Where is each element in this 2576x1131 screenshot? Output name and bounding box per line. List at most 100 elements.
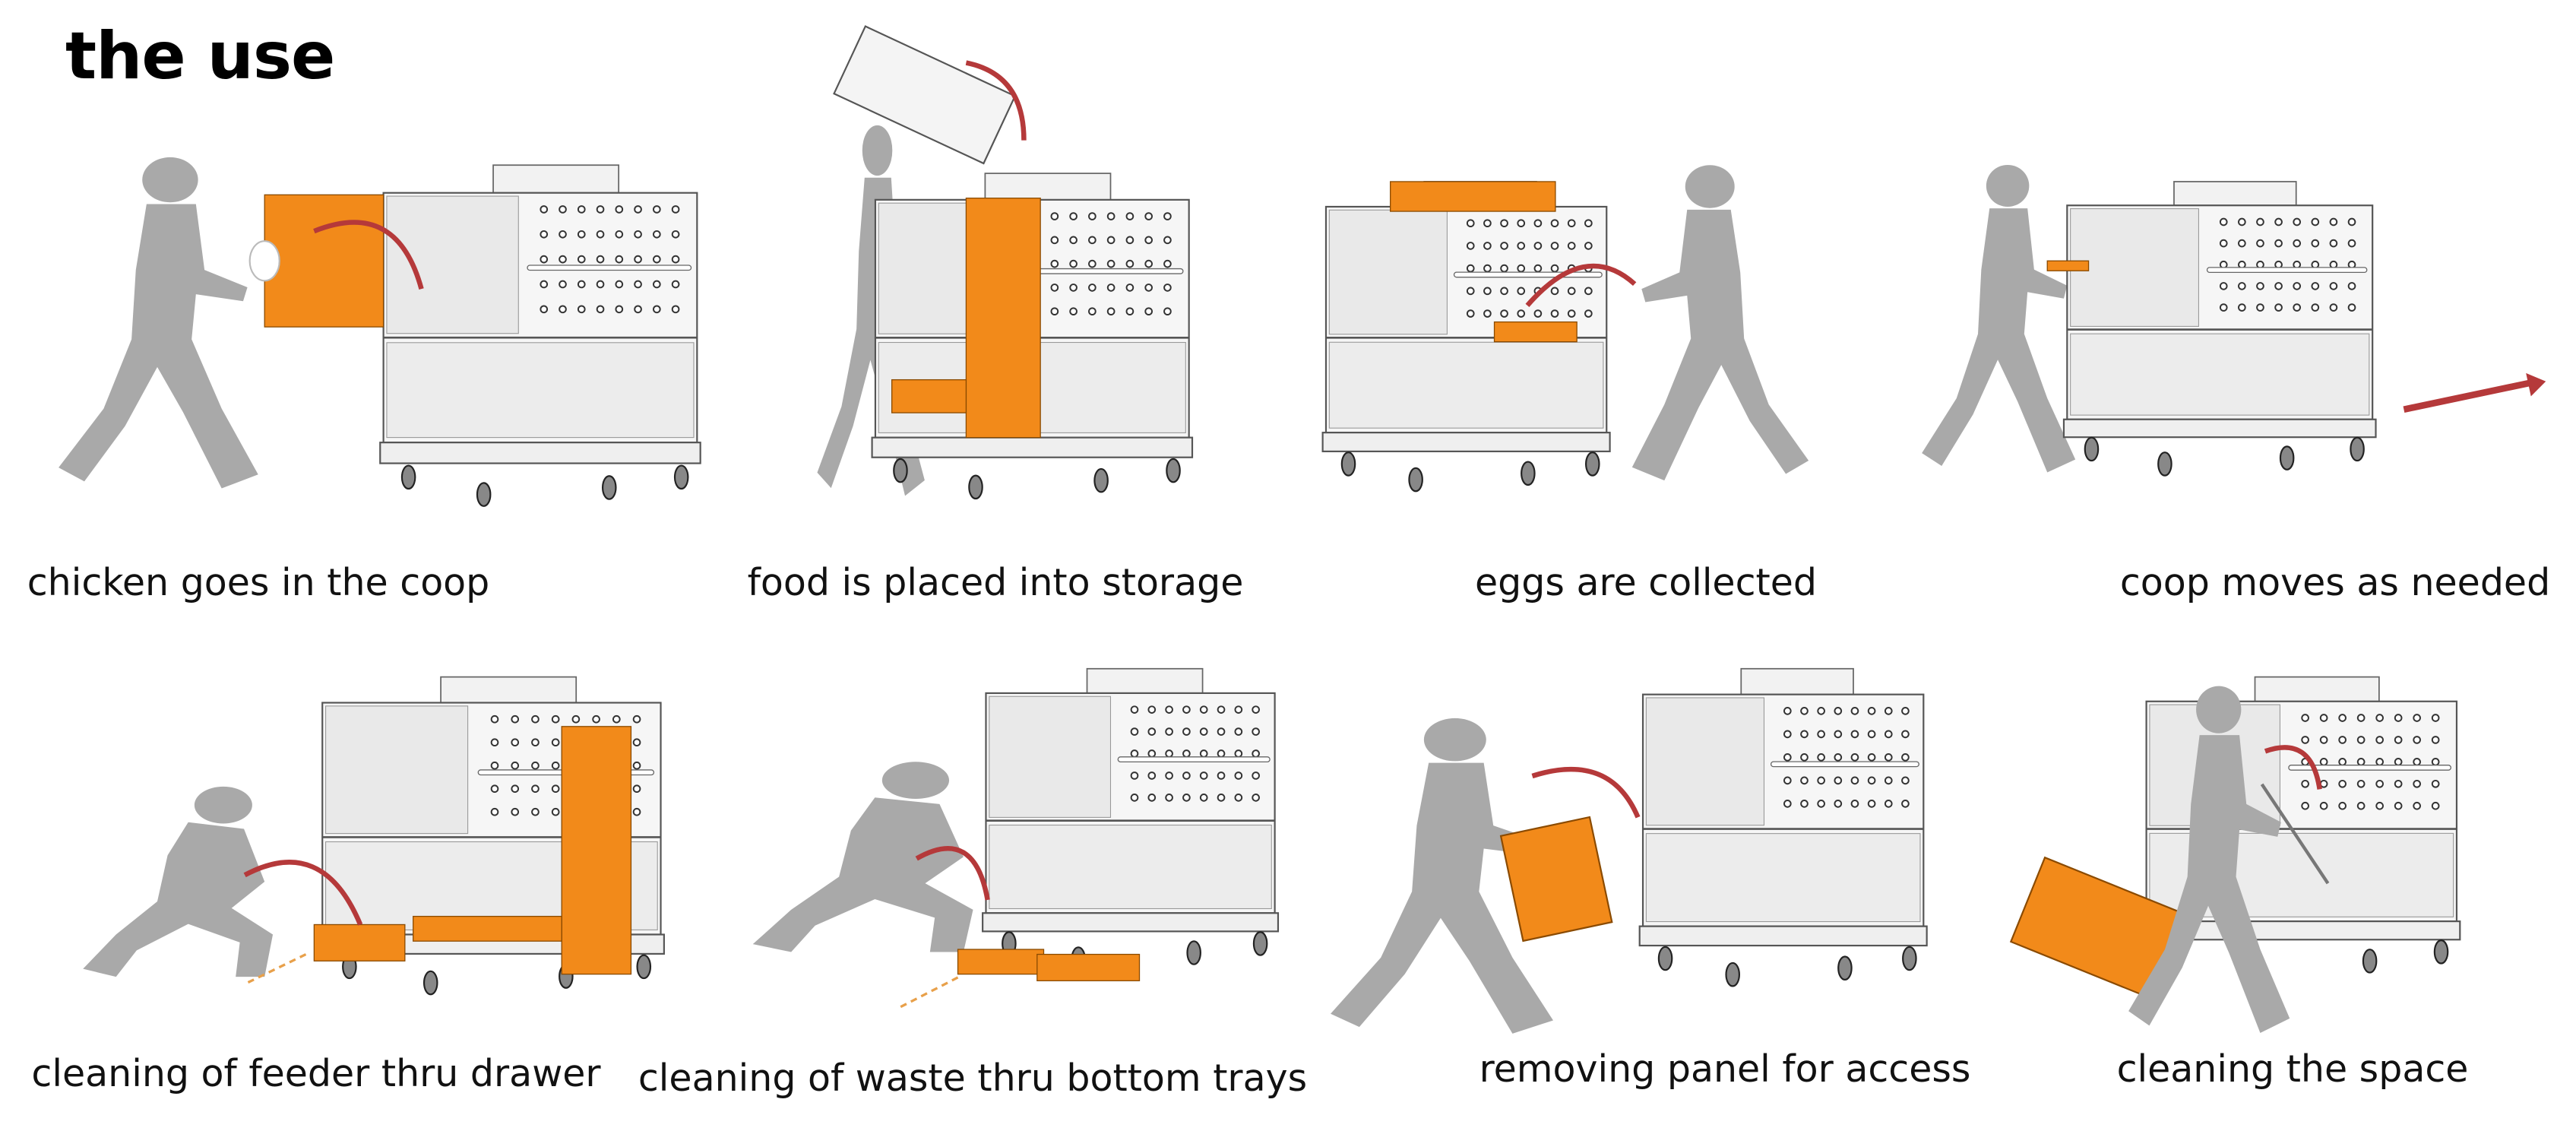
vent-hole [1850, 776, 1859, 785]
vent-hole [1163, 307, 1172, 316]
vent-hole [1050, 259, 1059, 268]
vent-hole [1050, 284, 1059, 292]
vent-hole [1050, 307, 1059, 316]
vent-hole [653, 305, 661, 314]
vent-hole [540, 230, 549, 239]
vent-hole [1106, 236, 1116, 245]
vent-hole [1550, 242, 1559, 250]
handle-bar [1453, 271, 1603, 278]
vent-hole [559, 205, 567, 214]
coop-base [1321, 432, 1611, 452]
coop-base [2062, 418, 2377, 439]
wheel [893, 458, 908, 483]
vent-hole [2394, 736, 2403, 744]
wheel [601, 475, 617, 500]
vent-hole [1466, 242, 1475, 250]
wheel [2279, 445, 2295, 470]
vent-hole [1884, 753, 1893, 762]
vent-hole [1144, 212, 1153, 220]
vent-hole [540, 305, 549, 314]
vent-hole [531, 714, 540, 724]
vent-hole [2375, 758, 2384, 766]
curved-arrow-line [243, 860, 363, 926]
person-removing-panel [1331, 718, 1553, 1034]
vent-hole [1106, 259, 1116, 268]
vent-hole [1834, 776, 1843, 785]
vent-hole [2375, 779, 2384, 788]
vent-hole [2413, 758, 2421, 766]
vent-hole [511, 714, 520, 724]
vent-hole [1584, 287, 1593, 296]
caption-step-4: coop moves as needed [2119, 561, 2551, 604]
vent-hole [1199, 749, 1208, 758]
vent-hole [1199, 705, 1208, 714]
vent-hole [1217, 705, 1226, 714]
vent-hole [632, 784, 641, 794]
vent-hole [1217, 771, 1226, 780]
coop-step-1 [264, 164, 701, 507]
mesh-side-panel [386, 195, 519, 334]
vent-hole [1901, 776, 1910, 785]
vent-hole [2431, 779, 2440, 788]
vent-hole [1130, 749, 1139, 758]
vent-hole [2219, 239, 2228, 248]
vent-hole [1901, 753, 1910, 762]
orange-door [264, 194, 385, 328]
lower-run-mesh [1328, 341, 1604, 429]
vent-hole [671, 230, 680, 239]
vent-hole [1050, 236, 1059, 245]
vent-hole [1088, 212, 1097, 220]
vent-hole [2329, 217, 2338, 227]
person-silhouette-head [194, 786, 252, 824]
food-bin [833, 25, 1017, 165]
orange-storage-panel [561, 726, 632, 975]
vent-hole [490, 714, 499, 724]
vent-hole [2219, 217, 2228, 227]
vent-hole [1125, 212, 1135, 220]
vent-hole [1144, 236, 1153, 245]
vent-hole [653, 230, 661, 239]
vent-hole [671, 305, 680, 314]
vent-hole [1867, 730, 1876, 739]
curved-arrow-line [965, 60, 1027, 141]
feed-storage-box [440, 676, 578, 704]
vent-hole [1783, 776, 1792, 785]
vent-hole [2356, 801, 2366, 810]
vent-hole [2347, 217, 2356, 227]
person-silhouette-body [1631, 209, 1809, 481]
feed-storage-box [1740, 667, 1854, 695]
caption-step-1: chicken goes in the coop [27, 561, 490, 604]
vent-hole [1182, 749, 1191, 758]
vent-hole [2375, 736, 2384, 744]
movement-arrow-head [2526, 372, 2546, 397]
vent-hole [577, 305, 586, 314]
vent-hole [1550, 287, 1559, 296]
vent-hole [2431, 801, 2440, 810]
vent-hole [531, 761, 540, 770]
vent-hole [1466, 309, 1475, 318]
vent-hole [1901, 707, 1910, 715]
vent-hole [1567, 219, 1576, 228]
vent-hole [1130, 794, 1139, 802]
wheel [2157, 451, 2173, 477]
vent-hole [1466, 219, 1475, 228]
wheel [1657, 946, 1673, 971]
vent-hole [1163, 284, 1172, 292]
feed-storage-box [984, 173, 1112, 201]
coop-step-6 [957, 667, 1280, 981]
wheel [1252, 931, 1268, 956]
vent-hole [1182, 727, 1191, 736]
coop-step-3 [1321, 181, 1611, 493]
vent-hole [551, 761, 560, 770]
coop-step-4 [2046, 181, 2377, 477]
caption-step-3: eggs are collected [1475, 561, 1817, 604]
vent-hole [2338, 714, 2347, 722]
vent-hole [1517, 309, 1526, 318]
vent-hole [2338, 801, 2347, 810]
vent-hole [490, 738, 499, 747]
vent-hole [1867, 800, 1876, 808]
wheel [2350, 436, 2365, 462]
vent-hole [2338, 779, 2347, 788]
person-silhouette-head [1423, 718, 1486, 762]
vent-hole [1483, 264, 1492, 273]
